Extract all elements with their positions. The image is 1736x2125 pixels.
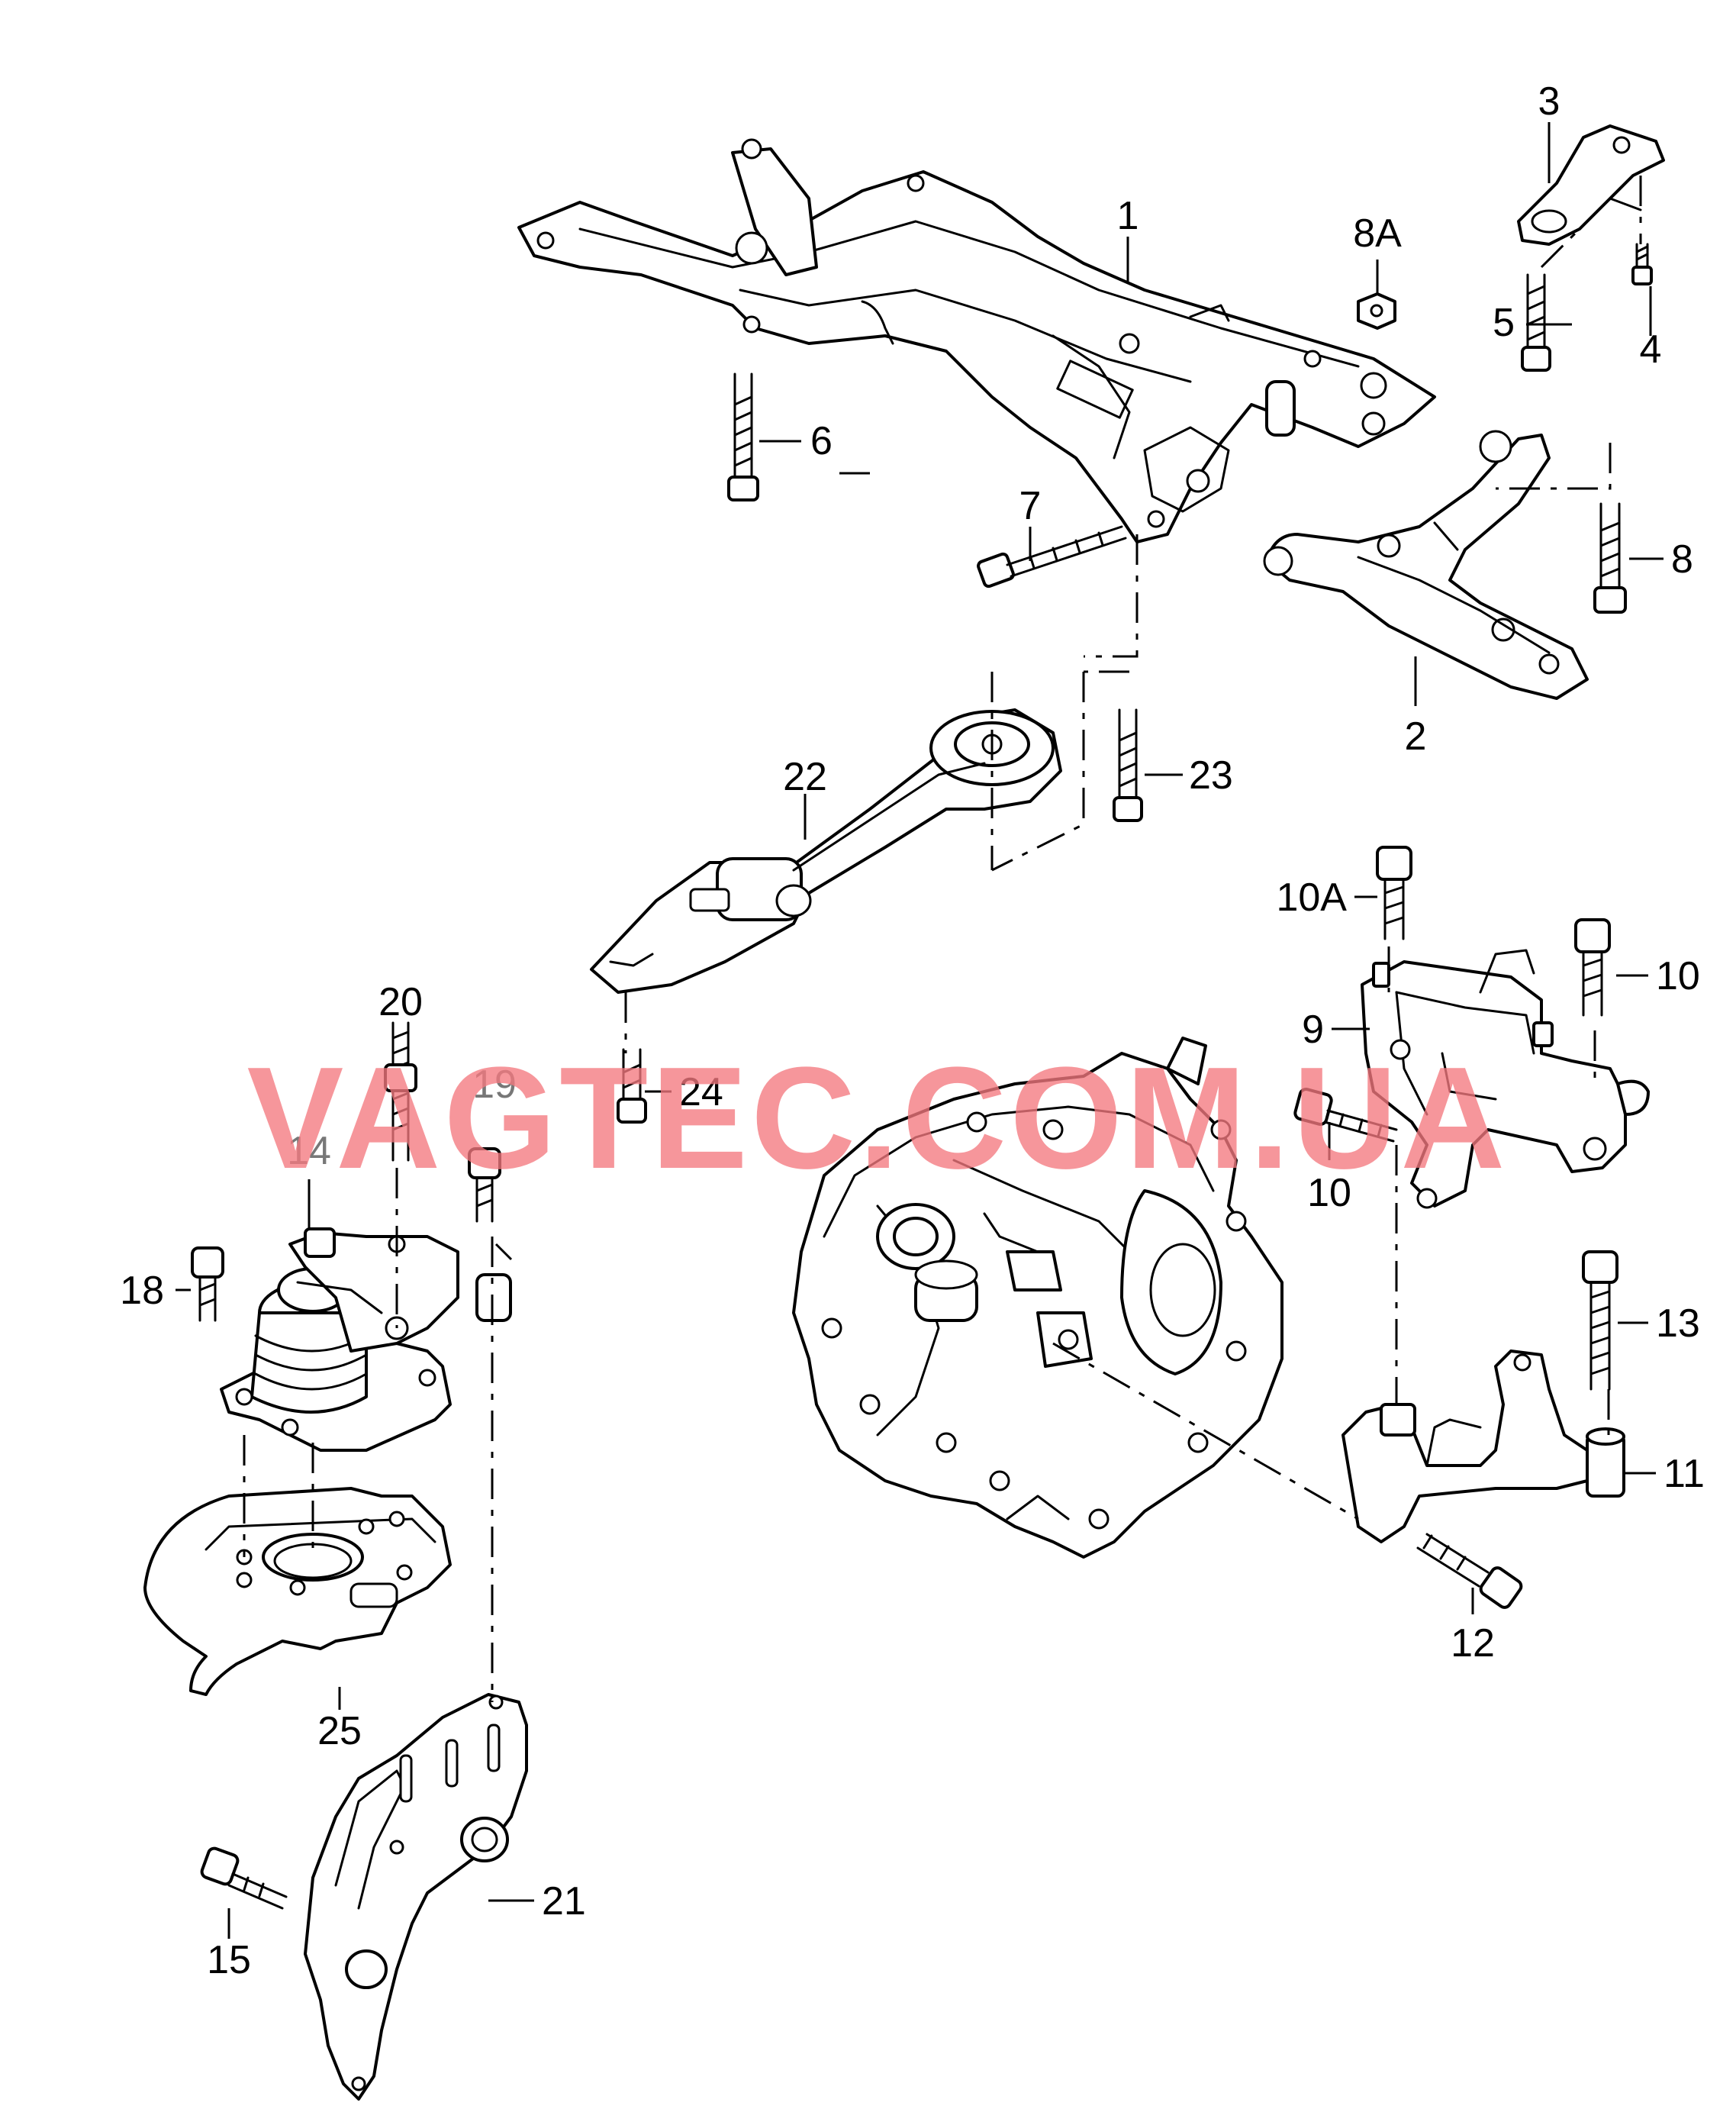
callout-1: 1 <box>1117 194 1139 238</box>
callout-10A: 10A <box>1276 875 1347 920</box>
callout-15: 15 <box>207 1938 251 1982</box>
bolt-part-5 <box>1521 273 1551 372</box>
gearbox-housing <box>792 1037 1283 1559</box>
bolt-part-4 <box>1631 243 1653 285</box>
callout-6: 6 <box>810 419 833 463</box>
watermark-text: VAGTEC.COM.UA <box>247 1037 1509 1199</box>
bolt-part-24 <box>617 1048 647 1124</box>
bolt-part-13 <box>1582 1250 1618 1391</box>
bracket-part-3 <box>1517 124 1665 246</box>
callout-25: 25 <box>317 1709 362 1753</box>
callout-20: 20 <box>378 980 423 1024</box>
bolt-part-10A <box>1376 846 1412 940</box>
callout-8A: 8A <box>1353 211 1402 256</box>
callout-labels: 1 2 3 4 5 6 7 8 8A 9 10 10 10A 11 12 13 … <box>120 79 1705 1982</box>
bracket-part-11 <box>1341 1349 1625 1543</box>
callout-21: 21 <box>542 1879 586 1923</box>
callout-24: 24 <box>679 1070 723 1114</box>
callout-5: 5 <box>1493 301 1515 345</box>
callout-18: 18 <box>120 1269 164 1313</box>
shield-part-25 <box>143 1487 452 1696</box>
bolt-part-7 <box>977 525 1127 588</box>
gearbox-mount-part-9 <box>1361 949 1650 1209</box>
bolt-part-6 <box>727 372 759 501</box>
callout-7: 7 <box>1019 484 1042 528</box>
callout-10-upper: 10 <box>1656 954 1700 998</box>
stud-part-20 <box>384 1021 417 1162</box>
torque-rod-part-22 <box>590 708 1062 994</box>
callout-22: 22 <box>783 755 827 799</box>
callout-13: 13 <box>1656 1301 1700 1346</box>
bracket-plate-part-21 <box>304 1693 528 2101</box>
callout-12: 12 <box>1451 1621 1495 1665</box>
callout-3: 3 <box>1538 79 1560 124</box>
nut-part-8A <box>1357 292 1396 330</box>
callout-10-lower: 10 <box>1307 1171 1351 1215</box>
bolt-part-12 <box>1416 1533 1523 1609</box>
bolt-part-8 <box>1593 502 1627 614</box>
bolt-part-10-upper <box>1574 918 1611 1017</box>
callout-9: 9 <box>1302 1008 1324 1052</box>
callout-leaders <box>176 122 1664 1939</box>
subframe-part-1 <box>517 138 1436 543</box>
bolt-part-15 <box>200 1846 288 1910</box>
bolt-part-10-lower <box>1293 1088 1398 1143</box>
callout-2: 2 <box>1405 714 1427 759</box>
callout-14: 14 <box>287 1129 331 1173</box>
assembly-lines <box>243 176 1642 1702</box>
engine-mount-part-14 <box>220 1227 512 1452</box>
callout-11: 11 <box>1664 1452 1705 1496</box>
callout-19: 19 <box>472 1062 517 1107</box>
bolt-part-18 <box>191 1246 224 1322</box>
bolt-part-23 <box>1113 708 1143 822</box>
bolt-part-19 <box>468 1147 501 1223</box>
callout-4: 4 <box>1640 327 1662 372</box>
callout-23: 23 <box>1189 753 1233 798</box>
callout-8: 8 <box>1671 537 1693 582</box>
control-arm-part-2 <box>1263 430 1589 700</box>
